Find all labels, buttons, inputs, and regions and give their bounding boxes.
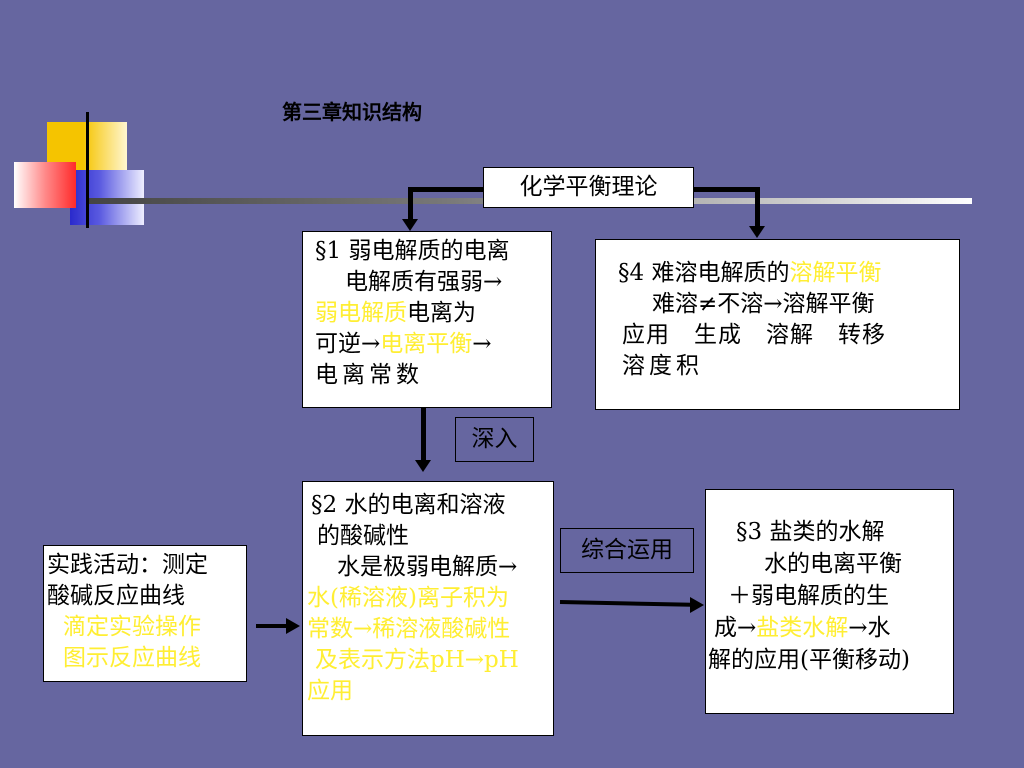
highlight-text: 溶解平衡	[789, 260, 882, 286]
arrow-down-icon	[402, 219, 418, 231]
section-4-heading: §4 难溶电解质的溶解平衡	[618, 258, 959, 289]
practice-line: 酸碱反应曲线	[47, 583, 185, 609]
connector-root-right-down	[755, 187, 760, 229]
section-2-line: 的酸碱性	[317, 523, 409, 549]
highlight-text: 及表示方法pH→pH	[315, 647, 519, 673]
section-4-line: 难溶≠不溶→溶解平衡	[652, 291, 875, 317]
highlight-text: 弱电解质	[315, 300, 407, 326]
section-3-line: ＋弱电解质的生	[728, 583, 889, 609]
arrow-down-icon	[749, 226, 765, 238]
text: 可逆→	[315, 331, 381, 357]
section-3-box: §3 盐类的水解 水的电离平衡 ＋弱电解质的生 成→盐类水解→水 解的应用(平衡…	[705, 489, 954, 714]
arrow-right-icon	[690, 597, 704, 613]
page-title: 第三章知识结构	[282, 100, 422, 124]
highlight-text: 图示反应曲线	[63, 645, 201, 671]
highlight-text: 水(稀溶液)离子积为	[307, 585, 509, 611]
section-3-line: 成→盐类水解→水	[706, 612, 953, 644]
deepen-label-box: 深入	[455, 417, 534, 462]
section-2-line: 水是极弱电解质→	[337, 554, 518, 580]
section-3-line: 水的电离平衡	[764, 551, 902, 577]
highlight-text: 常数→稀溶液酸碱性	[307, 616, 511, 642]
highlight-text: 应用	[307, 678, 353, 704]
practice-box: 实践活动：测定 酸碱反应曲线 滴定实验操作 图示反应曲线	[43, 545, 247, 682]
highlight-text: 盐类水解	[756, 615, 849, 641]
highlight-text: 电离平衡	[380, 331, 473, 357]
section-1-heading: §1 弱电解质的电离	[315, 238, 510, 264]
apply-label: 综合运用	[581, 537, 673, 563]
text: §4 难溶电解质的	[618, 260, 790, 286]
text: →水	[848, 615, 891, 641]
apply-label-box: 综合运用	[560, 528, 694, 573]
section-1-line: 可逆→电离平衡→	[315, 329, 551, 360]
section-4-box: §4 难溶电解质的溶解平衡 难溶≠不溶→溶解平衡 应用 生成 溶解 转移 溶度积	[595, 239, 960, 410]
section-1-line: 电解质有强弱→	[345, 269, 503, 295]
decor-vertical-rule	[86, 112, 89, 228]
section-2-box: §2 水的电离和溶液 的酸碱性 水是极弱电解质→ 水(稀溶液)离子积为 常数→稀…	[302, 481, 554, 736]
text: 成→	[714, 615, 757, 641]
deepen-label: 深入	[471, 426, 518, 452]
section-1-box: §1 弱电解质的电离 电解质有强弱→ 弱电解质电离为 可逆→电离平衡→ 电离常数	[302, 231, 552, 408]
decor-blue-square	[70, 170, 144, 225]
section-4-line: 溶度积	[622, 353, 703, 379]
text: 电离为	[407, 300, 476, 326]
section-2-heading: §2 水的电离和溶液	[311, 492, 506, 518]
section-3-line: 解的应用(平衡移动)	[708, 647, 910, 673]
section-1-line: 弱电解质电离为	[315, 298, 551, 329]
root-node: 化学平衡理论	[483, 167, 694, 208]
connector-root-left	[408, 187, 484, 192]
connector-practice	[256, 624, 288, 628]
arrow-down-icon	[415, 460, 431, 472]
section-4-line: 应用 生成 溶解 转移	[622, 322, 886, 348]
decor-red-square	[14, 162, 76, 208]
connector-deepen	[421, 408, 426, 464]
practice-heading: 实践活动：测定	[47, 552, 208, 578]
connector-root-left-down	[408, 187, 413, 221]
arrow-right-icon	[286, 618, 300, 634]
highlight-text: 滴定实验操作	[63, 614, 201, 640]
connector-apply	[559, 600, 693, 607]
section-3-heading: §3 盐类的水解	[736, 519, 885, 545]
text: →	[472, 331, 492, 357]
connector-root-right	[694, 187, 760, 192]
root-label: 化学平衡理论	[519, 174, 658, 200]
section-1-line: 电离常数	[315, 362, 423, 388]
